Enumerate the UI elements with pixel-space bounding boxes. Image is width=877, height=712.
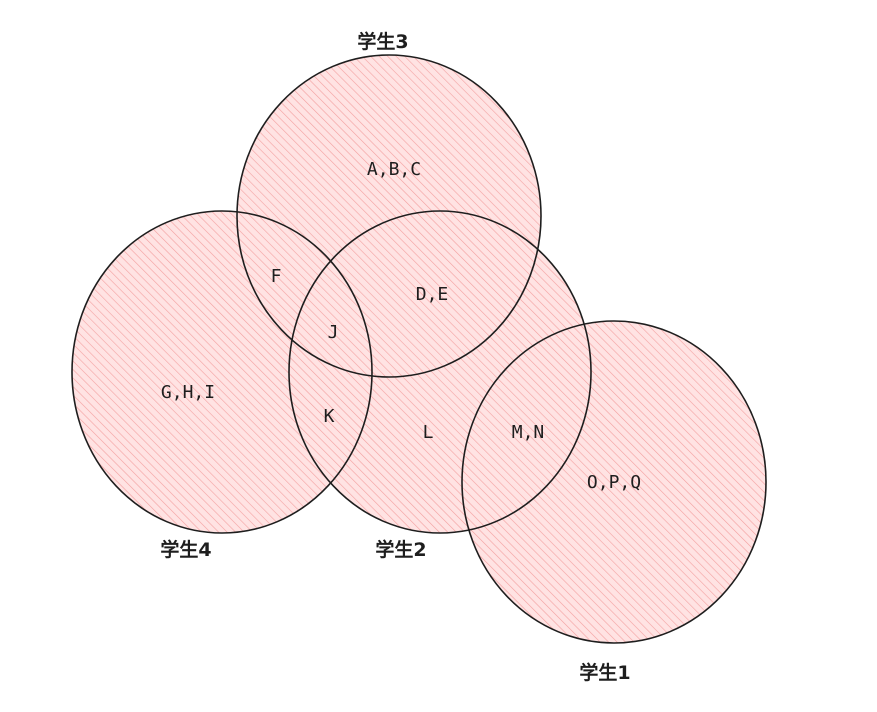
region-label-f: F [271, 266, 282, 287]
set-label-student-1: 学生1 [579, 661, 630, 684]
circle-student-3 [236, 54, 542, 378]
region-label-ghi: G,H,I [161, 382, 215, 403]
region-label-opq: O,P,Q [587, 472, 641, 493]
region-label-abc: A,B,C [367, 159, 421, 180]
circle-student-1-fill [462, 321, 766, 643]
set-label-student-2: 学生2 [375, 538, 426, 561]
set-label-student-4: 学生4 [160, 538, 211, 561]
region-label-de: D,E [416, 284, 449, 305]
circle-student-3-fill [237, 55, 541, 377]
region-label-k: K [324, 406, 335, 427]
region-label-mn: M,N [512, 422, 545, 443]
circle-strokes [71, 54, 767, 644]
circle-fills [72, 55, 766, 643]
circle-student-2 [288, 210, 592, 534]
circle-student-4 [71, 210, 373, 534]
region-label-l: L [423, 422, 434, 443]
circle-student-1 [461, 320, 767, 644]
region-label-j: J [328, 322, 339, 343]
set-label-student-3: 学生3 [357, 30, 408, 53]
